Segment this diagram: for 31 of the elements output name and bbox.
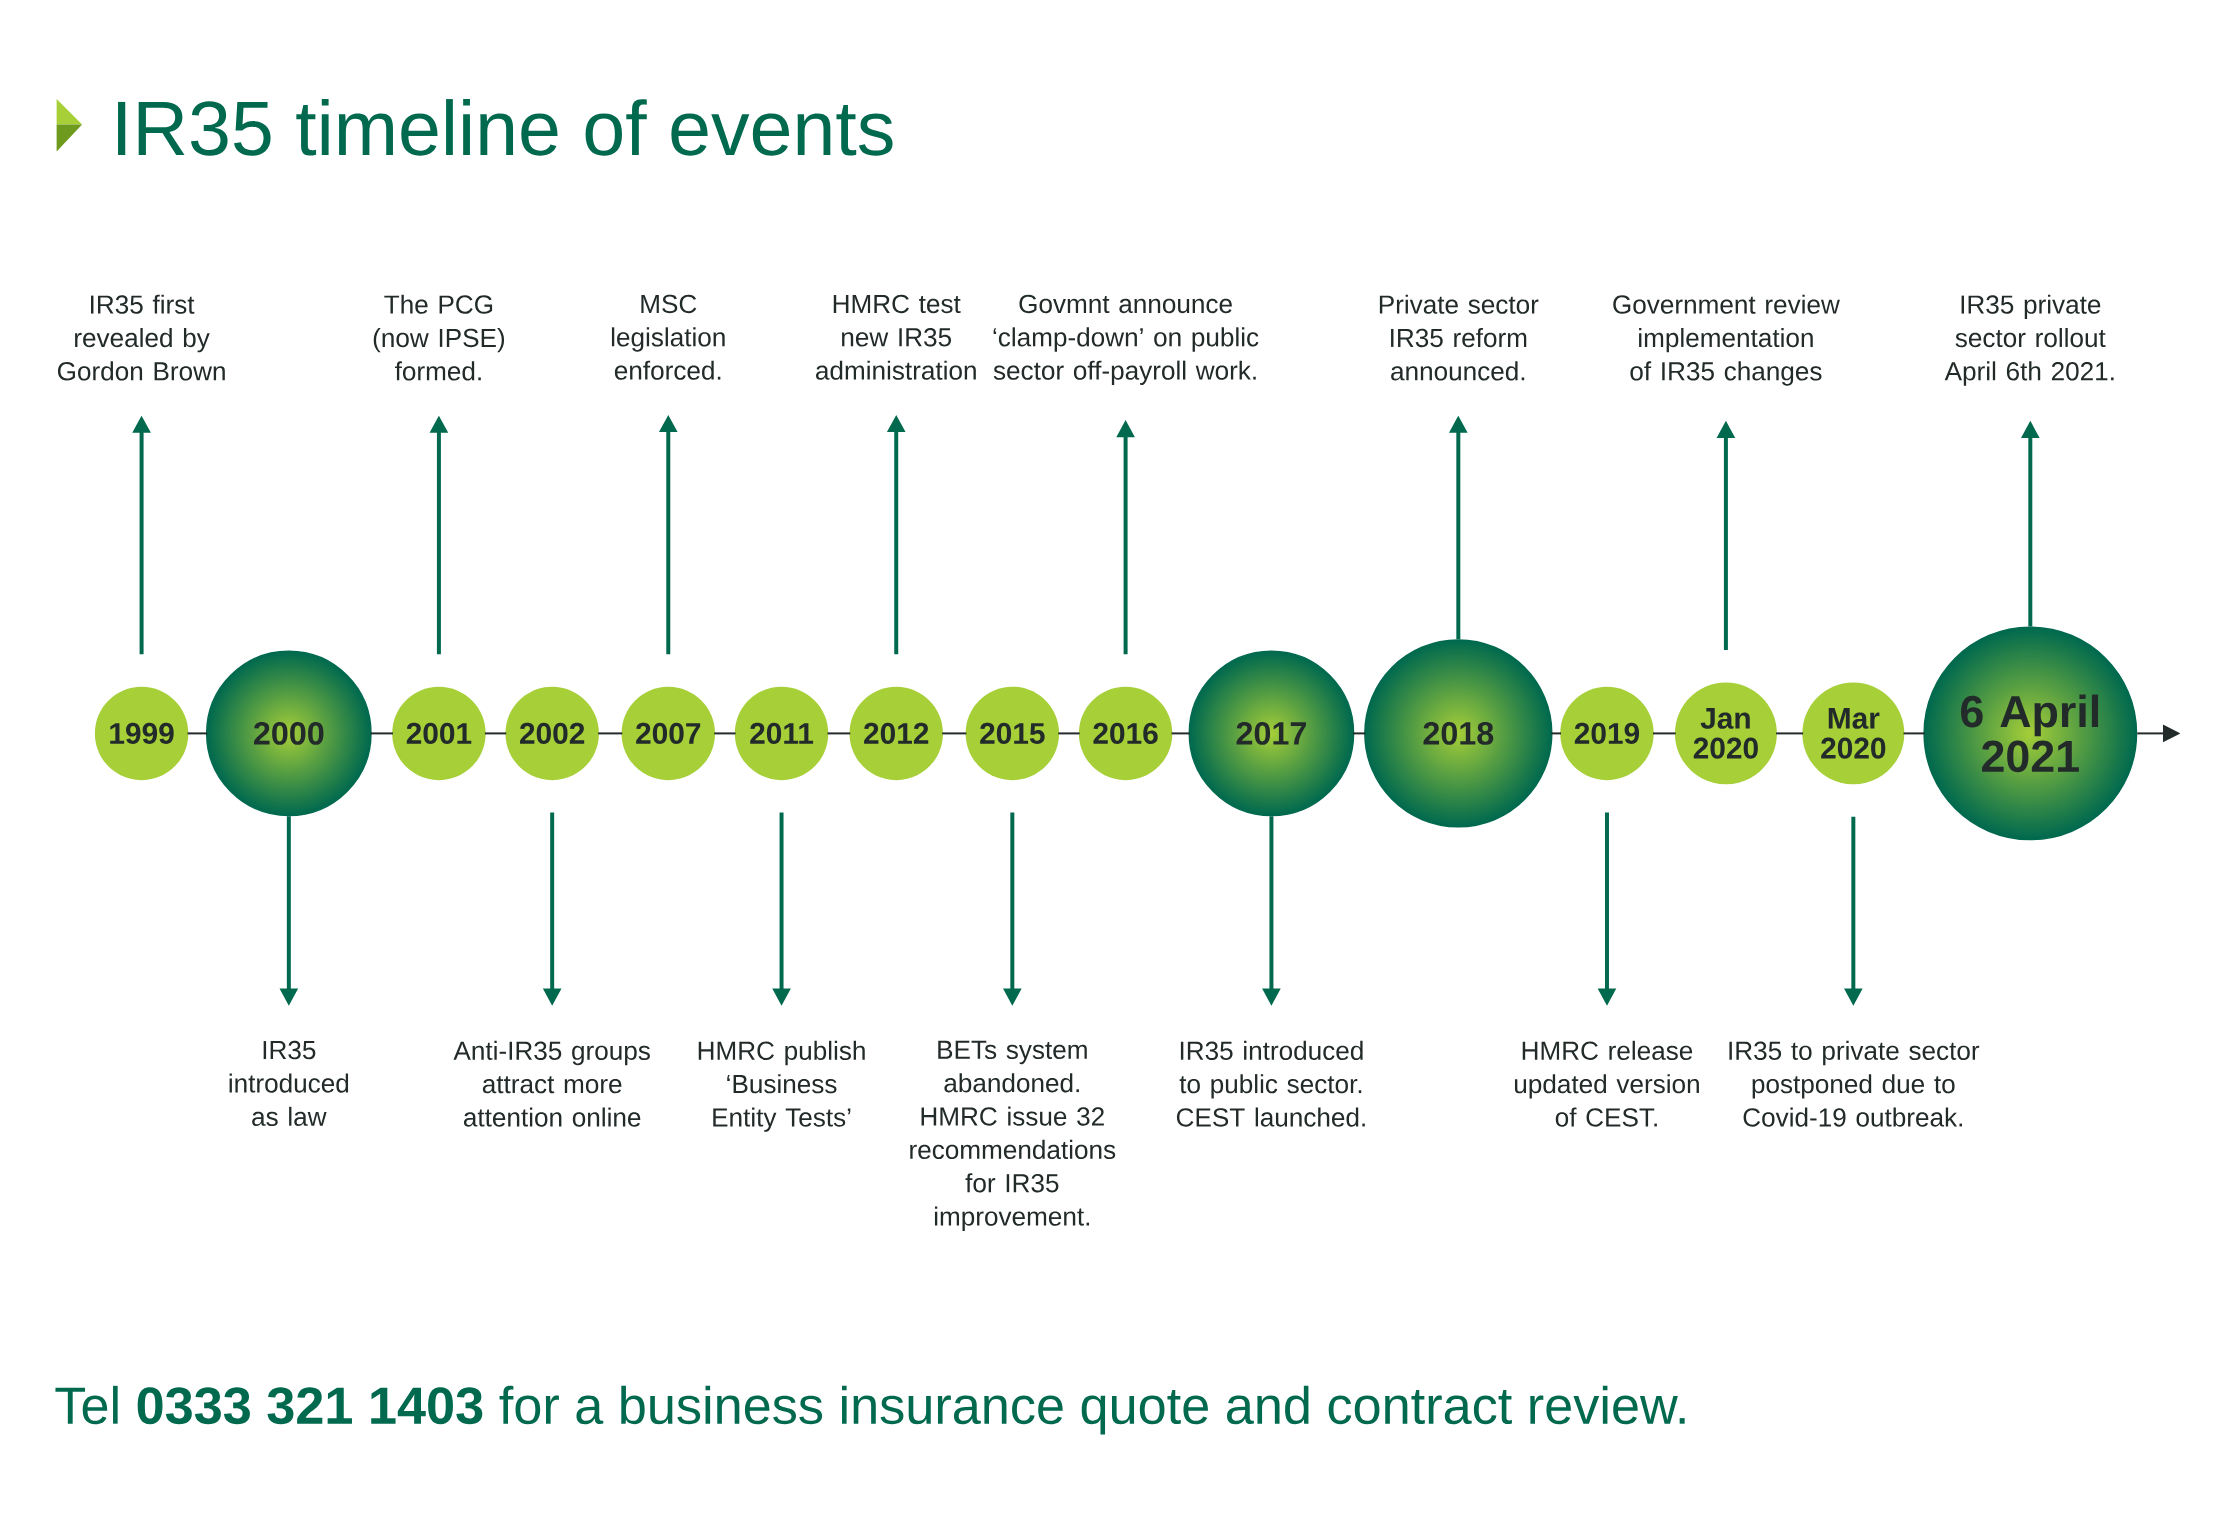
timeline-line (1550, 732, 1562, 735)
timeline-line (826, 732, 852, 735)
event-text: IR35 introduced as law (229, 1040, 349, 1127)
title: IR35 timeline of events (118, 99, 893, 156)
timeline-line (1057, 732, 1081, 735)
event-text: HMRC release updated version of CEST. (1515, 1040, 1699, 1127)
contact-note: Tel 0333 321 1403 for a business insurance quote and contract review. (55, 1385, 1685, 1435)
timeline-line (369, 732, 394, 735)
timeline-line (597, 732, 624, 735)
event-text: HMRC publish ‘Business Entity Tests’ (698, 1040, 865, 1132)
timeline-line (186, 732, 209, 735)
event-text: IR35 private sector rollout April 6th 2021. (1944, 294, 2114, 386)
timeline-line (941, 732, 968, 735)
event-text: Private sector IR35 reform announced. (1379, 294, 1539, 381)
event-text: IR35 introduced to public sector. CEST launched. (1176, 1040, 1365, 1127)
event-text: The PCG (now IPSE) formed. (373, 294, 505, 381)
timeline-line (483, 732, 508, 735)
timeline-line (1902, 732, 1926, 735)
event-text: HMRC test new IR35 administration (816, 294, 976, 380)
event-text: Anti-IR35 groups attract more attention online (453, 1040, 650, 1127)
event-text: Govmnt announce ‘clamp-down’ on public sector off-payroll work. (993, 294, 1259, 386)
timeline-line (713, 732, 737, 735)
event-text: IR35 to private sector postponed due to Covid-19 outbreak. (1729, 1040, 1980, 1127)
timeline-line (1651, 732, 1677, 735)
event-text: MSC legislation enforced. (611, 294, 725, 380)
event-text: IR35 first revealed by Gordon Brown (57, 294, 225, 381)
timeline-line (1170, 732, 1191, 735)
timeline-line (1352, 732, 1367, 735)
event-text: Government review implementation of IR35 changes (1613, 294, 1840, 386)
event-text: BETs system abandoned. HMRC issue 32 recommendations for IR35 improvement. (910, 1040, 1116, 1231)
timeline-line (1775, 732, 1805, 735)
